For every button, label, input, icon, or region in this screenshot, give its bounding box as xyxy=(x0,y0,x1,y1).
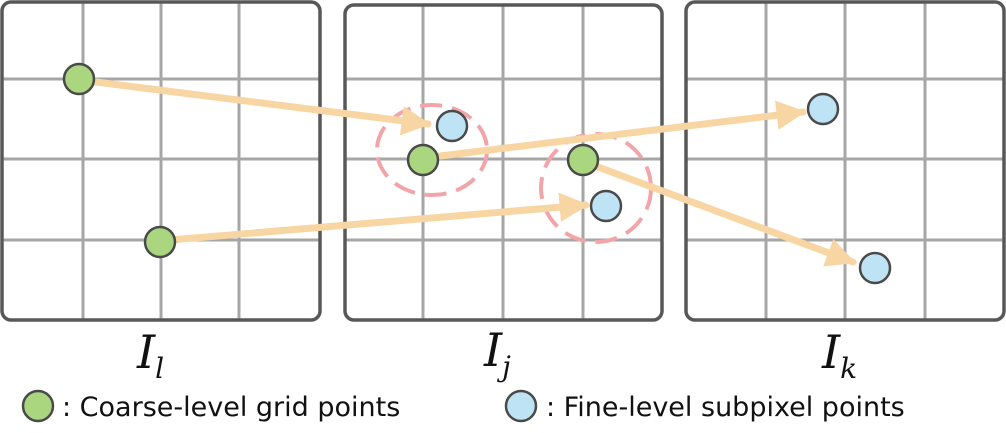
fine-subpixel-point xyxy=(858,251,892,285)
panel-i-l-grid xyxy=(2,2,320,320)
panel-i-j-grid xyxy=(345,5,662,320)
panel-label-i-l: Il xyxy=(136,325,164,385)
legend-coarse-swatch xyxy=(21,389,55,423)
arrow-coarse-to-fine xyxy=(586,160,857,267)
arrow-coarse-to-fine xyxy=(84,77,432,136)
correspondence-arrows xyxy=(84,77,857,267)
coarse-grid-point xyxy=(406,143,440,177)
legend: : Coarse-level grid points : Fine-level … xyxy=(21,389,905,423)
arrow-coarse-to-fine xyxy=(428,100,807,161)
coarse-grid-point xyxy=(143,225,177,259)
coarse-grid-point xyxy=(566,143,600,177)
legend-coarse-label: : Coarse-level grid points xyxy=(62,392,400,423)
panel-i-k xyxy=(684,0,1006,322)
panel-i-l xyxy=(0,0,322,322)
panel-i-l-frame xyxy=(0,0,322,322)
legend-fine-label: : Fine-level subpixel points xyxy=(546,392,905,423)
coarse-grid-point xyxy=(62,62,96,96)
arrow-coarse-to-fine xyxy=(166,192,590,244)
panel-i-j xyxy=(343,3,664,322)
legend-fine-swatch xyxy=(504,389,538,423)
panel-i-k-grid xyxy=(686,2,1004,320)
fine-points xyxy=(435,92,892,285)
search-window-circle xyxy=(539,132,653,244)
fine-subpixel-point xyxy=(806,92,840,126)
panel-label-i-j: Ij xyxy=(483,323,511,383)
fine-subpixel-point xyxy=(589,189,623,223)
panel-i-k-frame xyxy=(684,0,1006,322)
panel-label-i-k: Ik xyxy=(821,325,857,385)
coarse-points xyxy=(62,62,600,259)
panel-i-j-frame xyxy=(343,3,664,322)
fine-subpixel-point xyxy=(435,109,469,143)
